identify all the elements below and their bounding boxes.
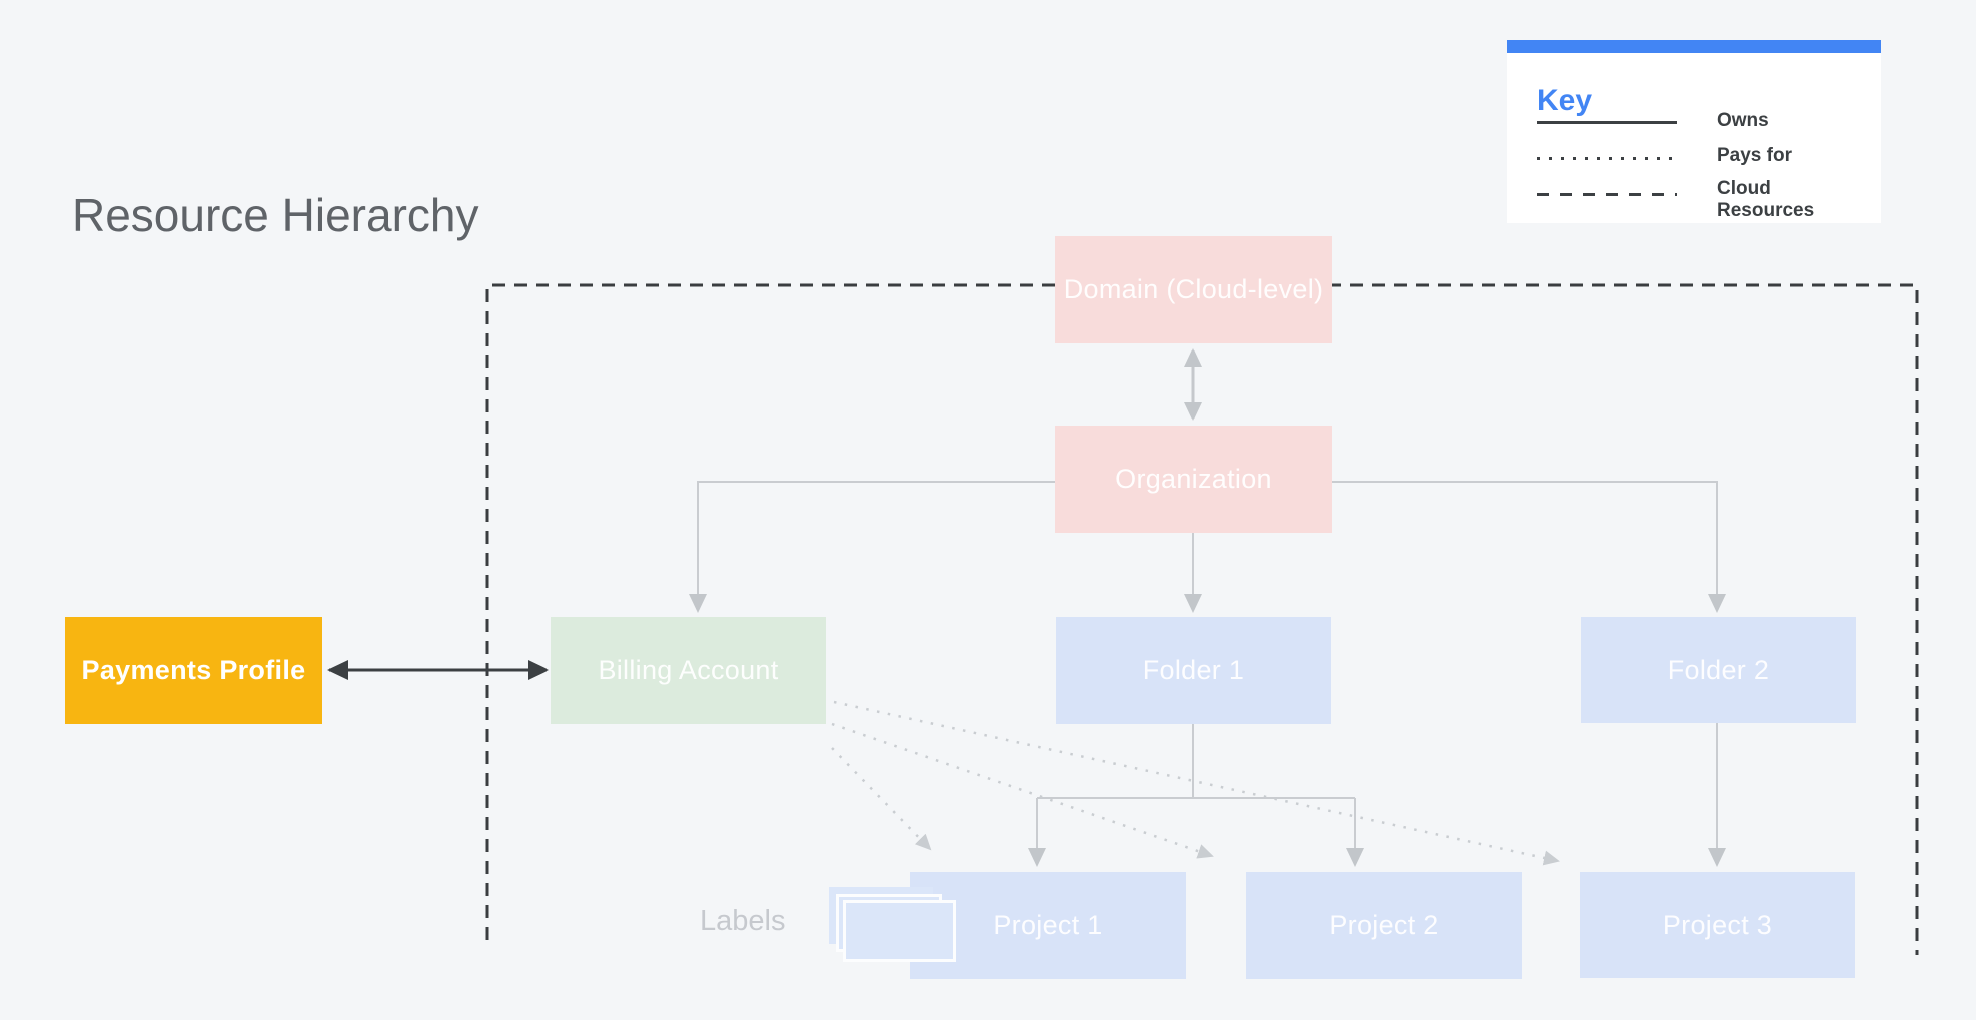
- org-to-billing-arrow: [689, 481, 1055, 613]
- node-domain: Domain (Cloud-level): [1055, 236, 1332, 343]
- node-payments-label: Payments Profile: [81, 655, 306, 685]
- node-folder-1: Folder 1: [1056, 617, 1331, 724]
- billing-pays-project1-arrow: [831, 747, 932, 851]
- node-folder2-label: Folder 2: [1667, 654, 1770, 685]
- pays-for-connectors: [831, 700, 1560, 866]
- node-project2-label: Project 2: [1329, 910, 1439, 940]
- node-organization-label: Organization: [1115, 464, 1272, 494]
- node-project-1: Project 1: [910, 872, 1186, 979]
- legend-accent-bar: [1507, 40, 1881, 53]
- node-billing-account: Billing Account: [551, 617, 826, 724]
- legend-label-cloud-resources: Cloud Resources: [1717, 178, 1815, 222]
- legend-label-owns: Owns: [1717, 110, 1769, 131]
- node-domain-label: Domain (Cloud-level): [1063, 274, 1324, 304]
- page-title: Resource Hierarchy: [72, 189, 479, 241]
- billing-pays-project3-arrow: [833, 700, 1560, 866]
- node-billing-label: Billing Account: [598, 655, 779, 685]
- labels-stack-icon: [843, 900, 956, 962]
- org-to-folder2-arrow: [1332, 481, 1726, 613]
- node-organization: Organization: [1055, 426, 1332, 533]
- node-payments-profile: Payments Profile: [65, 617, 322, 724]
- node-project-2: Project 2: [1246, 872, 1522, 979]
- node-project-3: Project 3: [1580, 872, 1855, 978]
- node-folder-2: Folder 2: [1581, 617, 1856, 723]
- legend-label-pays-for: Pays for: [1717, 145, 1792, 166]
- owns-connectors: [689, 481, 1726, 867]
- legend-dotted-line-sample: [1537, 157, 1677, 160]
- labels-caption: Labels: [700, 905, 786, 937]
- node-folder1-label: Folder 1: [1142, 655, 1245, 685]
- folder1-branch: [1037, 724, 1355, 799]
- node-project1-label: Project 1: [993, 910, 1103, 940]
- node-project3-label: Project 3: [1662, 909, 1773, 940]
- billing-pays-project2-arrow: [831, 722, 1214, 859]
- legend-title: Key: [1537, 84, 1593, 117]
- legend: Key Owns Pays for Cloud Resources: [1507, 40, 1881, 223]
- legend-solid-line-sample: [1537, 121, 1677, 124]
- legend-dashed-line-sample: [1537, 193, 1677, 196]
